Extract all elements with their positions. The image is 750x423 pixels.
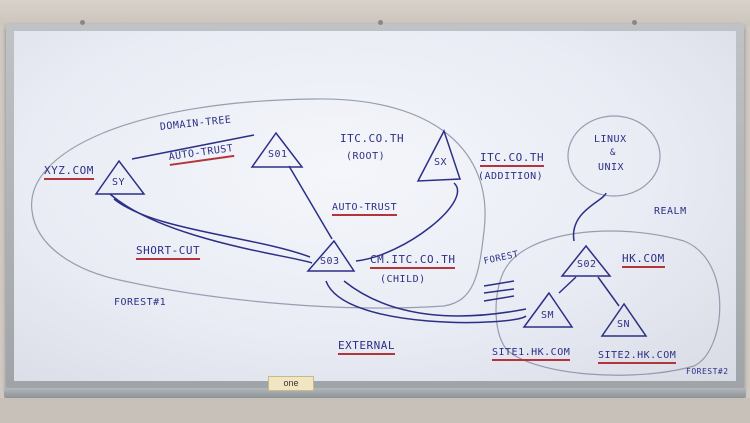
node-s01: S01	[268, 149, 288, 160]
forest-trust-lines	[483, 280, 515, 302]
label-itc-addition-name: ITC.CO.TH	[480, 151, 545, 167]
link-sy-s01	[131, 134, 255, 160]
link-shortcut	[109, 193, 313, 264]
link-s03-sx	[355, 182, 458, 262]
tree-sm	[522, 291, 574, 328]
tree-s01	[250, 131, 304, 168]
tree-sx	[416, 129, 462, 182]
label-auto-trust-mid: AUTO-TRUST	[332, 202, 398, 216]
link-s02-sn	[597, 276, 620, 307]
whiteboard-drawing	[31, 98, 721, 376]
node-sm: SM	[541, 310, 555, 321]
wall-background	[0, 0, 750, 26]
tree-s03	[306, 239, 356, 272]
label-itc-root-tag: (ROOT)	[346, 151, 386, 162]
label-forest1: FOREST#1	[114, 297, 167, 308]
node-sn: SN	[617, 319, 631, 330]
forest2-boundary	[495, 230, 721, 376]
label-cm-name: CM.ITC.CO.TH	[370, 253, 456, 269]
label-unix: UNIX	[598, 162, 625, 173]
linux-unix-circle	[567, 115, 661, 197]
label-short-cut: SHORT-CUT	[136, 244, 201, 260]
label-itc-addition-tag: (ADDITION)	[478, 171, 544, 182]
node-s03: S03	[320, 256, 340, 267]
label-external: EXTERNAL	[338, 339, 395, 355]
node-sy: SY	[112, 177, 126, 188]
tree-sn	[600, 302, 648, 337]
link-s02-sm	[558, 276, 577, 294]
link-s01-s03	[288, 165, 333, 240]
tree-s02	[560, 244, 612, 277]
tree-sy	[94, 159, 146, 195]
wall-bottom	[0, 398, 750, 423]
label-linux: LINUX	[594, 134, 627, 145]
forest1-boundary	[31, 98, 486, 309]
marker-tray	[4, 388, 746, 398]
label-forest2: FOREST#2	[686, 367, 729, 376]
label-xyz-com: XYZ.COM	[44, 164, 94, 180]
mount-screw	[80, 20, 85, 25]
whiteboard-surface: XYZ.COM DOMAIN-TREE AUTO-TRUST ITC.CO.TH…	[14, 31, 736, 381]
node-s02: S02	[577, 259, 597, 270]
link-s02-realm	[572, 192, 607, 242]
brand-label: one	[268, 376, 314, 391]
link-external-2	[325, 280, 527, 324]
mount-screw	[378, 20, 383, 25]
label-realm: REALM	[654, 206, 687, 217]
label-ampersand: &	[610, 148, 616, 158]
mount-screw	[632, 20, 637, 25]
label-hk-com: HK.COM	[622, 252, 665, 268]
label-site1: SITE1.HK.COM	[492, 347, 571, 361]
link-external	[343, 280, 527, 317]
label-site2: SITE2.HK.COM	[598, 350, 677, 364]
label-itc-root-name: ITC.CO.TH	[340, 132, 405, 145]
label-cm-tag: (CHILD)	[380, 274, 426, 285]
node-sx: SX	[434, 157, 448, 168]
